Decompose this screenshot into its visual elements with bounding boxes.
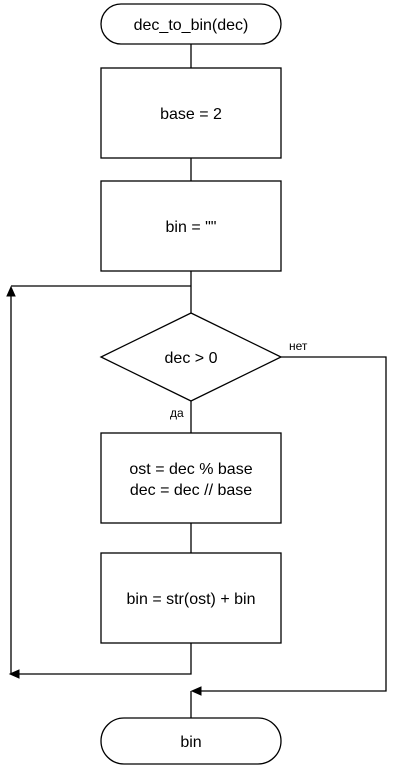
start-terminator: dec_to_bin(dec) xyxy=(100,3,282,45)
process-prepend-bit-label: bin = str(ost) + bin xyxy=(127,591,256,608)
edges xyxy=(6,44,387,718)
edge-label-yes: да xyxy=(170,406,184,420)
process-init-bin: bin = "" xyxy=(100,180,282,272)
arrowhead-loop-left xyxy=(8,669,20,679)
decision-label: dec > 0 xyxy=(165,350,218,367)
edge-label-no: нет xyxy=(289,339,308,353)
start-terminator-label: dec_to_bin(dec) xyxy=(134,17,249,34)
process-set-base-label: base = 2 xyxy=(160,106,222,123)
end-terminator-label: bin xyxy=(180,734,201,751)
arrowhead-no-branch xyxy=(190,686,202,696)
process-init-bin-label: bin = "" xyxy=(166,219,217,236)
process-divide: ost = dec % base dec = dec // base xyxy=(100,432,282,524)
arrowhead-loop-up xyxy=(6,285,16,297)
edge-prepend-to-loop-left xyxy=(18,643,192,675)
process-prepend-bit: bin = str(ost) + bin xyxy=(100,552,282,644)
end-terminator: bin xyxy=(100,717,282,765)
process-divide-line-2: dec = dec // base xyxy=(130,482,252,499)
edge-decision-no-to-end xyxy=(200,356,387,692)
decision-dec-positive: dec > 0 xyxy=(99,312,283,402)
process-divide-line-1: ost = dec % base xyxy=(129,461,252,478)
process-set-base: base = 2 xyxy=(100,67,282,159)
